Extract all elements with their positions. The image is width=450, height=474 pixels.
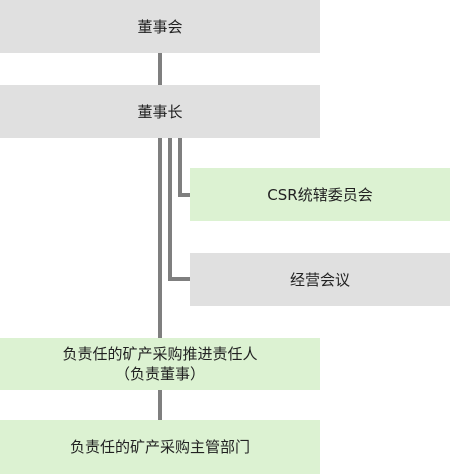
connector-chairman-management-vertical (168, 138, 172, 280)
chairman-box: 董事长 (0, 85, 320, 138)
connector-board-chairman (158, 53, 162, 85)
board-box: 董事会 (0, 0, 320, 53)
connector-responsible-person-dept (158, 390, 162, 420)
csr-committee-box: CSR统辖委员会 (190, 168, 450, 221)
responsible-person-box: 负责任的矿产采购推进责任人 （负责董事） (0, 338, 320, 390)
csr-committee-label: CSR统辖委员会 (267, 185, 373, 204)
responsible-person-label-line1: 负责任的矿产采购推进责任人 (62, 345, 258, 363)
connector-chairman-management-horizontal (168, 277, 190, 281)
board-label: 董事会 (137, 17, 183, 36)
connector-chairman-responsible-person (158, 138, 162, 338)
management-meeting-label: 经营会议 (289, 270, 350, 289)
responsible-person-label-line2: （负责董事） (114, 365, 205, 383)
connector-chairman-csr-horizontal (178, 193, 190, 197)
responsible-dept-box: 负责任的矿产采购主管部门 (0, 420, 320, 474)
responsible-dept-label: 负责任的矿产采购主管部门 (69, 438, 250, 456)
management-meeting-box: 经营会议 (190, 253, 450, 306)
connector-chairman-csr-vertical (178, 138, 182, 196)
chairman-label: 董事长 (137, 102, 183, 121)
